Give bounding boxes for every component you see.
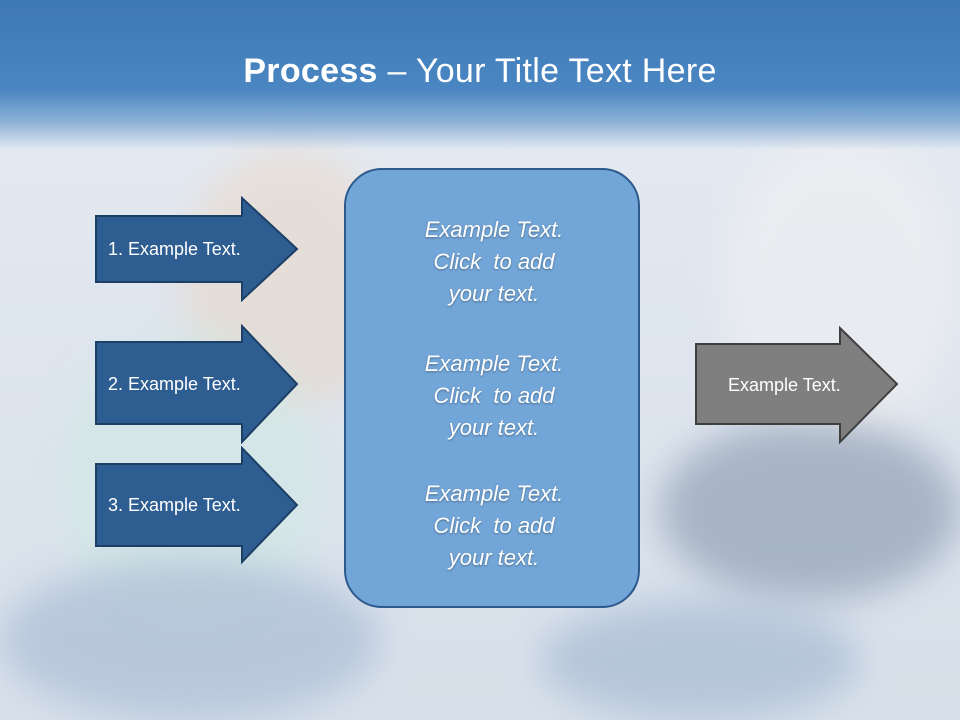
step-label: 3. Example Text. <box>108 494 241 515</box>
step-arrow-3-shape <box>95 446 299 565</box>
center-text-line: your text. <box>448 545 540 570</box>
center-text-line: Click to add <box>433 513 555 538</box>
center-text-box[interactable]: Example Text. Click to add your text. Ex… <box>344 168 640 608</box>
output-arrow-shape <box>695 326 899 444</box>
center-text-line: Example Text. <box>424 351 564 376</box>
center-text-line: Click to add <box>433 249 555 274</box>
center-text-line: your text. <box>448 415 540 440</box>
center-text-line: Example Text. <box>424 481 564 506</box>
center-text-block-3: Example Text. Click to add your text. <box>346 478 642 574</box>
step-label: 2. Example Text. <box>108 373 241 394</box>
step-arrow-3[interactable]: 3. Example Text. <box>94 446 300 566</box>
center-text-line: Example Text. <box>424 217 564 242</box>
title-bar <box>0 0 960 150</box>
center-text-block-2: Example Text. Click to add your text. <box>346 348 642 444</box>
center-text-block-1: Example Text. Click to add your text. <box>346 214 642 310</box>
step-arrow-2[interactable]: 2. Example Text. <box>94 324 300 444</box>
output-arrow[interactable]: Example Text. <box>694 326 900 444</box>
slide-title[interactable]: Process – Your Title Text Here <box>0 52 960 91</box>
title-bold: Process <box>243 52 378 90</box>
center-text-line: Click to add <box>433 383 555 408</box>
step-label: 1. Example Text. <box>108 238 241 259</box>
step-arrow-1-shape <box>95 196 299 302</box>
center-text-line: your text. <box>448 281 540 306</box>
step-arrow-2-shape <box>95 324 299 444</box>
step-arrow-1[interactable]: 1. Example Text. <box>94 196 300 302</box>
output-label: Example Text. <box>728 374 841 395</box>
title-rest: – Your Title Text Here <box>377 52 717 90</box>
